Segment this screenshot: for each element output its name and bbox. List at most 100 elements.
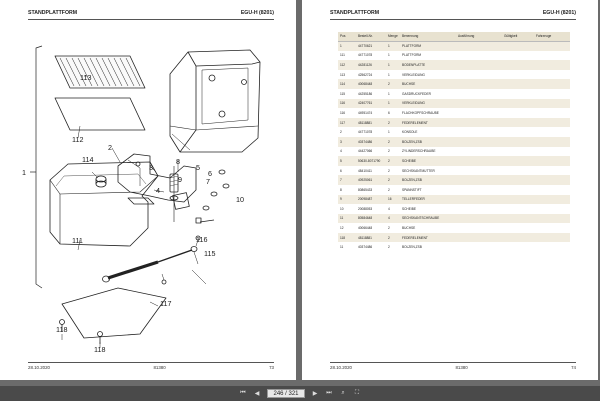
table-cell: [456, 223, 502, 233]
table-cell: 11: [340, 245, 344, 250]
table-cell: BUCHSE: [402, 226, 416, 231]
fullscreen-icon[interactable]: ⛶: [354, 390, 360, 396]
table-cell: [456, 89, 502, 99]
table-cell: 10: [340, 206, 344, 211]
callout-116: 116: [196, 235, 208, 244]
header-model: EGU-H (8201): [542, 10, 576, 16]
parts-table: Pos Bestell-Nr. Menge Benennung Ausführu…: [338, 32, 570, 252]
table-cell: 117: [338, 117, 356, 128]
callout-114: 114: [82, 155, 94, 164]
table-cell: [534, 147, 570, 157]
table-cell: 48410411: [358, 168, 372, 173]
table-cell: [502, 185, 534, 195]
table-cell: [534, 204, 570, 214]
search-icon[interactable]: ⌕: [341, 390, 345, 396]
table-cell: 2: [388, 187, 390, 192]
header-model: EGU-H (8201): [240, 10, 274, 16]
exploded-parts-diagram: [30, 45, 261, 348]
previous-page-icon[interactable]: ◀: [254, 391, 260, 397]
right-page: STANDPLATTFORM EGU-H (8201) Pos Bestell-…: [302, 0, 598, 380]
table-cell: 48118881: [356, 232, 386, 243]
table-cell: 114: [338, 79, 356, 89]
table-cell: BOLZEN,ZSB: [402, 245, 422, 250]
first-page-icon[interactable]: ⏮: [240, 390, 246, 396]
table-cell: 6: [340, 168, 342, 173]
table-cell: 44427066: [358, 149, 373, 154]
callout-7: 7: [206, 177, 210, 186]
viewer-toolbar: ⏮ ◀ 246 / 321 ▶ ⏭ ⌕ ⛶: [0, 386, 600, 401]
table-cell: [502, 242, 534, 252]
table-cell: [456, 204, 502, 214]
callout-117: 117: [160, 299, 172, 308]
table-cell: 8: [340, 187, 342, 192]
column-header: Menge: [386, 32, 400, 42]
footer-date: 28.10.2020: [28, 365, 50, 370]
table-cell: [456, 60, 502, 70]
page-footer: 28.10.2020 81380 74: [330, 362, 576, 370]
next-page-icon[interactable]: ▶: [312, 391, 318, 397]
part-bolt-stack: [169, 160, 179, 222]
table-cell: SECHSKANTSCHRAUBE: [400, 213, 456, 224]
table-cell: [534, 194, 570, 205]
table-cell: 2: [340, 130, 342, 135]
table-cell: [502, 232, 534, 243]
table-cell: [534, 117, 570, 128]
footer-code: 81380: [153, 365, 166, 370]
table-cell: [456, 242, 502, 252]
table-cell: [456, 108, 502, 118]
page-indicator[interactable]: 246 / 321: [267, 389, 305, 398]
table-cell: [534, 232, 570, 243]
table-cell: [502, 70, 534, 80]
table-cell: [502, 136, 534, 147]
table-cell: 40925061: [356, 175, 386, 185]
table-cell: 116: [338, 98, 356, 109]
table-cell: [456, 213, 502, 224]
last-page-icon[interactable]: ⏭: [326, 390, 332, 396]
table-cell: 11: [338, 213, 356, 224]
table-cell: [534, 89, 570, 99]
table-cell: 42407761: [356, 98, 386, 109]
table-cell: VERKLEIDUNG: [402, 72, 425, 77]
callout-115: 115: [204, 249, 216, 258]
table-cell: 113: [340, 72, 346, 77]
table-cell: [502, 166, 534, 176]
table-cell: [456, 51, 502, 61]
table-cell: [502, 117, 534, 128]
table-cell: [502, 89, 534, 99]
callout-3: 3: [149, 163, 153, 172]
table-cell: 1: [386, 98, 400, 109]
table-cell: 44770621: [356, 41, 386, 51]
table-cell: 115: [340, 91, 346, 96]
table-cell: [534, 156, 570, 166]
footer-page-number: 73: [269, 365, 274, 370]
part-115-gasspring: [102, 235, 201, 285]
table-cell: [502, 175, 534, 185]
table-cell: 2: [388, 149, 390, 154]
table-cell: 80865433: [358, 187, 373, 192]
header-title: STANDPLATTFORM: [330, 10, 380, 16]
table-cell: 2: [386, 79, 400, 89]
table-cell: BOLZEN,ZSB: [400, 136, 456, 147]
table-cell: 2: [386, 156, 400, 166]
table-cell: 1: [338, 41, 356, 51]
table-cell: 44281126: [356, 60, 386, 70]
part-hardware: [127, 169, 230, 224]
table-cell: [534, 108, 570, 118]
table-cell: 42562724: [358, 72, 373, 77]
table-cell: [534, 98, 570, 109]
table-cell: [456, 194, 502, 205]
footer-code: 81380: [455, 365, 468, 370]
table-cell: [502, 213, 534, 224]
table-cell: SECHSKANTMUTTER: [402, 168, 435, 173]
table-cell: GASDRUCKFEDER: [402, 91, 431, 96]
callout-2: 2: [108, 143, 112, 152]
